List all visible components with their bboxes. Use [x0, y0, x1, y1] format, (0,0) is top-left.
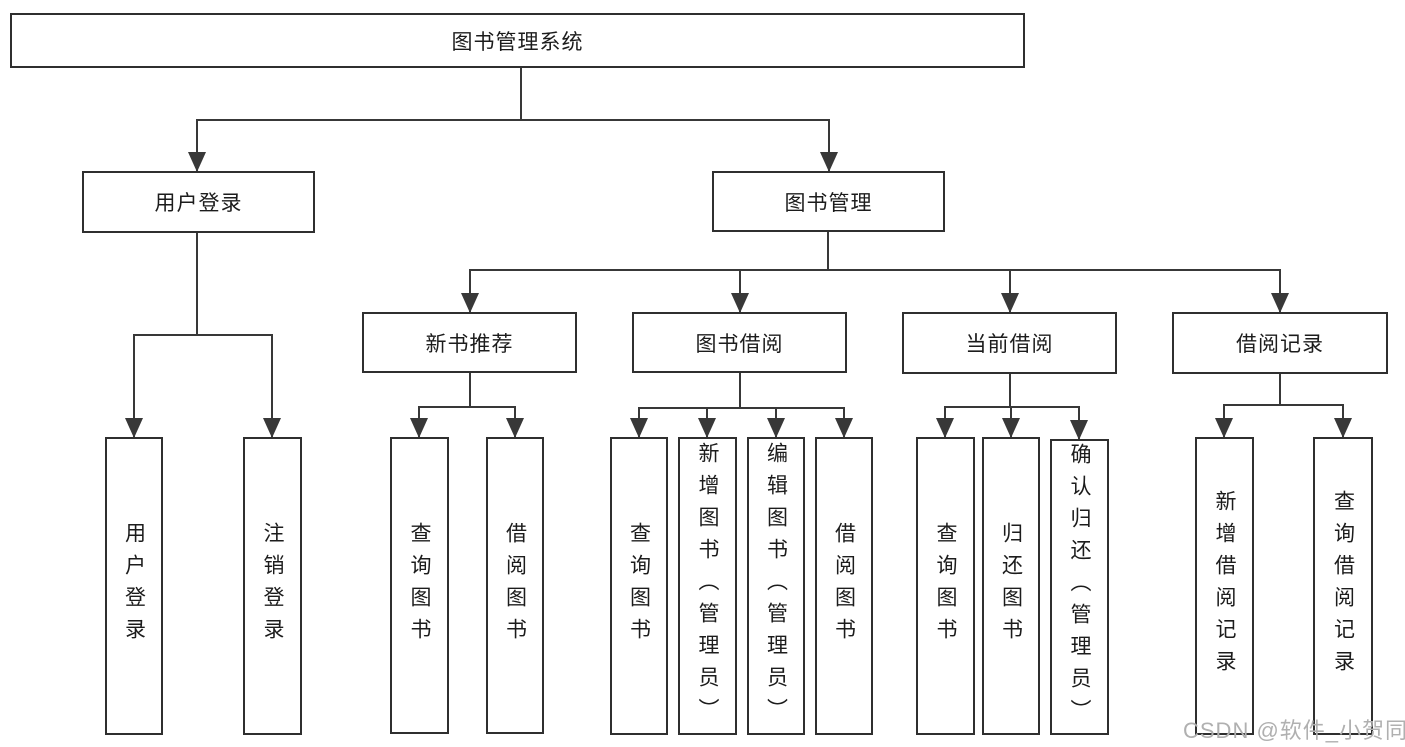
arrow-down-icon [1002, 406, 1020, 438]
node-label: 当前借阅 [965, 333, 1054, 356]
node-book-management: 图书管理 [712, 171, 945, 232]
leaf-query-books-recommend: 查询图书 [390, 437, 449, 734]
connector-line [827, 231, 829, 271]
node-label: 查询图书 [934, 522, 958, 650]
node-label: 用户登录 [122, 522, 146, 650]
node-label: 借阅记录 [1236, 333, 1324, 356]
node-label: 查询借阅记录 [1331, 490, 1355, 682]
arrow-down-icon [125, 334, 143, 438]
node-label: 图书借阅 [695, 332, 784, 356]
node-label: 新增图书（管理员） [696, 442, 720, 730]
node-label: 新书推荐 [425, 332, 514, 356]
leaf-borrow-books-recommend: 借阅图书 [486, 437, 544, 734]
node-label: 借阅图书 [832, 522, 856, 650]
node-user-login: 用户登录 [82, 171, 315, 233]
connector-line [944, 406, 1080, 408]
connector-line [469, 269, 1281, 271]
connector-line [1279, 372, 1281, 406]
node-label: 借阅图书 [503, 521, 527, 650]
node-label: 图书管理系统 [451, 30, 584, 54]
leaf-borrow-books: 借阅图书 [815, 437, 873, 735]
arrow-down-icon [461, 269, 479, 313]
leaf-confirm-return-admin: 确认归还（管理员） [1050, 439, 1109, 735]
leaf-query-books-current: 查询图书 [916, 437, 975, 735]
arrow-down-icon [1070, 406, 1088, 440]
leaf-edit-book-admin: 编辑图书（管理员） [747, 437, 805, 735]
leaf-return-book: 归还图书 [982, 437, 1040, 735]
node-label: 注销登录 [261, 522, 285, 650]
node-root: 图书管理系统 [10, 13, 1025, 68]
arrow-down-icon [263, 334, 281, 438]
leaf-query-borrow-record: 查询借阅记录 [1313, 437, 1373, 735]
arrow-down-icon [506, 406, 524, 438]
connector-line [196, 233, 198, 336]
leaf-user-login: 用户登录 [105, 437, 163, 735]
arrow-down-icon [936, 406, 954, 438]
node-label: 用户登录 [154, 192, 243, 215]
node-label: 编辑图书（管理员） [764, 442, 788, 730]
node-label: 确认归还（管理员） [1068, 443, 1092, 731]
node-book-borrow: 图书借阅 [632, 312, 847, 373]
arrow-down-icon [767, 407, 785, 438]
node-label: 查询图书 [408, 521, 432, 650]
node-label: 新增借阅记录 [1213, 490, 1237, 682]
connector-line [520, 67, 522, 121]
arrow-down-icon [835, 407, 853, 438]
arrow-down-icon [188, 119, 206, 172]
arrow-down-icon [820, 119, 838, 172]
arrow-down-icon [1215, 404, 1233, 438]
arrow-down-icon [410, 406, 428, 438]
arrow-down-icon [731, 269, 749, 313]
node-label: 图书管理 [784, 191, 873, 215]
node-borrow-records: 借阅记录 [1172, 312, 1388, 374]
watermark: CSDN @软件_小贺同学 [1183, 718, 1405, 743]
leaf-logout: 注销登录 [243, 437, 302, 735]
node-current-borrow: 当前借阅 [902, 312, 1117, 374]
connector-line [133, 334, 273, 336]
arrow-down-icon [630, 407, 648, 438]
connector-line [196, 119, 830, 121]
connector-line [638, 407, 845, 409]
arrow-down-icon [1271, 269, 1289, 313]
leaf-query-books-borrow: 查询图书 [610, 437, 668, 735]
arrow-down-icon [1001, 269, 1019, 313]
arrow-down-icon [1334, 404, 1352, 438]
leaf-add-borrow-record: 新增借阅记录 [1195, 437, 1254, 735]
connector-line [469, 372, 471, 408]
connector-line [1223, 404, 1344, 406]
leaf-add-book-admin: 新增图书（管理员） [678, 437, 737, 735]
connector-line [418, 406, 516, 408]
connector-line [1009, 372, 1011, 408]
connector-line [739, 372, 741, 409]
node-label: 归还图书 [999, 522, 1023, 650]
node-label: 查询图书 [627, 522, 651, 650]
node-new-book-recommend: 新书推荐 [362, 312, 577, 373]
arrow-down-icon [698, 407, 716, 438]
